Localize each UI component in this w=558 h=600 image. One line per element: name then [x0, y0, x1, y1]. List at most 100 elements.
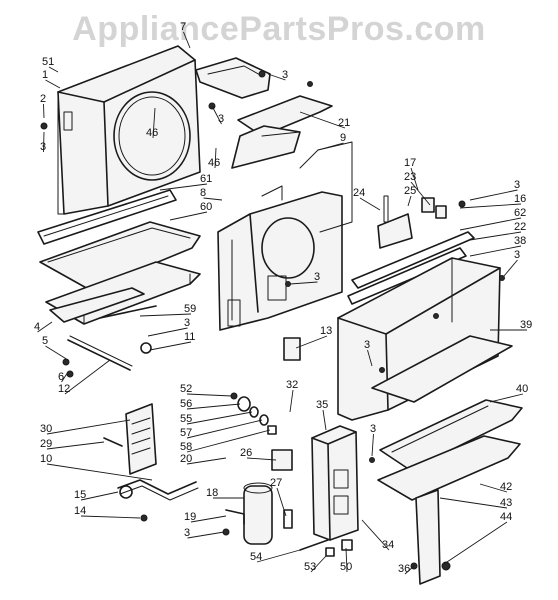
callout-c17: 17 [404, 157, 416, 169]
callout-c10: 10 [40, 453, 52, 465]
leader-c42 [479, 483, 508, 493]
callout-c2: 2 [40, 93, 46, 105]
callout-c12: 12 [58, 383, 70, 395]
callout-c4: 4 [34, 321, 40, 333]
side-slide-panel [371, 335, 513, 403]
leader-c11 [149, 341, 192, 351]
leader-c52 [186, 393, 233, 397]
callout-c46b: 46 [208, 157, 220, 169]
callout-c36: 36 [398, 563, 410, 575]
side-rail [347, 247, 467, 305]
leader-c3a [43, 131, 45, 153]
leader-c56 [186, 403, 241, 410]
leader-c51 [48, 66, 59, 73]
callout-c13: 13 [320, 325, 332, 337]
leader-c3i [371, 433, 374, 457]
callout-c29: 29 [40, 438, 52, 450]
callout-c56: 56 [180, 398, 192, 410]
callout-c62: 62 [514, 207, 526, 219]
fan-hardware-stack [230, 392, 277, 435]
callout-c51: 51 [42, 56, 54, 68]
leader-c54 [256, 549, 301, 563]
screw-3-left [40, 122, 48, 130]
leader-c27 [276, 487, 287, 517]
callout-c25: 25 [404, 185, 416, 197]
fuse-27 [283, 509, 293, 529]
callout-c22: 22 [514, 221, 526, 233]
leader-c9 [317, 142, 344, 151]
filter-frame [37, 189, 177, 245]
leader-c35 [322, 409, 327, 431]
control-box [311, 425, 359, 541]
callout-c55: 55 [180, 413, 192, 425]
leader-c44 [443, 521, 508, 565]
callout-c35: 35 [316, 399, 328, 411]
callout-c60: 60 [200, 201, 212, 213]
callout-c24: 24 [353, 187, 365, 199]
base-channel-upper [379, 399, 523, 471]
leader-c3d [469, 189, 518, 201]
leader-c17 [410, 167, 419, 191]
upper-rail [351, 231, 475, 289]
leader-c61 [159, 183, 208, 191]
leader-c5 [45, 345, 69, 361]
callout-c15: 15 [74, 489, 86, 501]
leader-c43 [439, 497, 508, 509]
condenser-shroud [57, 45, 201, 215]
leader-c21 [299, 111, 346, 129]
leader-c10 [46, 463, 153, 481]
callout-c11: 11 [184, 331, 195, 343]
capacitor [243, 482, 273, 545]
callout-c59: 59 [184, 303, 196, 315]
callout-c61: 61 [200, 173, 212, 185]
leader-c26 [246, 457, 277, 461]
small-bracket-set [377, 195, 466, 249]
callout-c3b: 3 [282, 69, 288, 81]
screw-3-box [369, 457, 375, 463]
leader-lines [37, 31, 527, 575]
capacitor-strap [225, 509, 245, 525]
base-channel-lower [377, 435, 521, 501]
callout-c30: 30 [40, 423, 52, 435]
watermark: AppliancePartsPros.com [72, 10, 486, 48]
callout-c52: 52 [180, 383, 192, 395]
cover-plate-13 [283, 337, 301, 361]
leader-c55 [186, 411, 253, 425]
callout-c34: 34 [382, 539, 394, 551]
callout-c3f: 3 [314, 271, 320, 283]
callout-c50: 50 [340, 561, 352, 573]
leader-c3b [267, 73, 286, 81]
screw-5 [62, 358, 70, 366]
callout-c6: 6 [58, 371, 64, 383]
leader-c13 [295, 335, 328, 349]
callout-c23: 23 [404, 171, 416, 183]
grommet-11 [140, 342, 152, 354]
callout-c3e: 3 [514, 249, 520, 261]
leader-c60 [169, 211, 208, 221]
leader-c8 [203, 197, 223, 201]
callout-c18: 18 [206, 487, 218, 499]
callout-c16: 16 [514, 193, 526, 205]
leader-c12 [64, 359, 111, 395]
callout-c20: 20 [180, 453, 192, 465]
rod-54 [299, 539, 329, 551]
leader-c15 [80, 491, 119, 501]
leader-c58 [186, 429, 271, 453]
callout-c3i: 3 [370, 423, 376, 435]
callout-c7: 7 [180, 21, 186, 33]
callout-c44: 44 [500, 511, 512, 523]
callout-c46a: 46 [146, 127, 158, 139]
leader-c62 [459, 217, 522, 231]
leader-c40 [489, 393, 524, 403]
drain-pan [49, 287, 157, 323]
leader-c16 [459, 203, 522, 209]
leader-c46a [152, 107, 156, 139]
leader-c3c [211, 105, 222, 125]
screw-3-right [499, 275, 505, 281]
leader-c59 [139, 313, 192, 317]
callout-c27: 27 [270, 477, 282, 489]
leader-c34 [361, 519, 390, 551]
callout-c32: 32 [286, 379, 298, 391]
leader-c20 [186, 457, 227, 465]
